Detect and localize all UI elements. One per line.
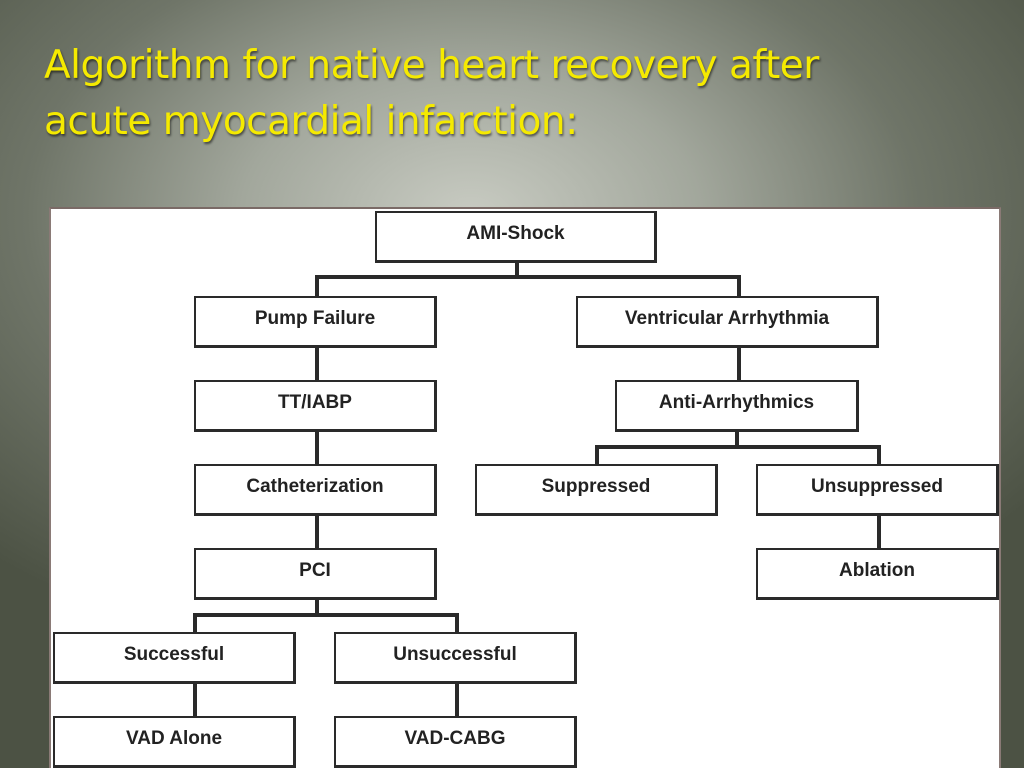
flowchart-panel: AMI-Shock Pump Failure TT/IABP Catheteri… <box>49 207 1001 768</box>
connector-successful-to-vad <box>193 683 197 719</box>
connector-unsuppressed-to-ablation <box>877 515 881 549</box>
node-vad-alone: VAD Alone <box>53 716 296 768</box>
connector-to-suppressed <box>595 445 599 465</box>
connector-va-to-anti <box>737 347 741 381</box>
slide-title-line-2: acute myocardial infarction: <box>44 99 578 144</box>
connector-cath-to-pci <box>315 515 319 549</box>
connector-pci-down <box>315 599 319 615</box>
node-ami-shock: AMI-Shock <box>375 211 657 263</box>
node-unsuccessful: Unsuccessful <box>334 632 577 684</box>
connector-pump-to-tt <box>315 347 319 381</box>
node-anti-arrhythmics: Anti-Arrhythmics <box>615 380 859 432</box>
node-successful: Successful <box>53 632 296 684</box>
connector-unsuccessful-to-vadcabg <box>455 683 459 719</box>
node-unsuppressed: Unsuppressed <box>756 464 999 516</box>
connector-to-unsuppressed <box>877 445 881 465</box>
connector-tt-to-cath <box>315 431 319 465</box>
node-vad-cabg: VAD-CABG <box>334 716 577 768</box>
node-tt-iabp: TT/IABP <box>194 380 437 432</box>
connector-pci-bar <box>193 613 459 617</box>
connector-to-pump-failure <box>315 275 319 297</box>
slide-title: Algorithm for native heart recovery afte… <box>44 38 1004 150</box>
node-suppressed: Suppressed <box>475 464 718 516</box>
connector-to-unsuccessful <box>455 613 459 635</box>
node-pump-failure: Pump Failure <box>194 296 437 348</box>
connector-anti-bar <box>595 445 881 449</box>
connector-root-down <box>515 261 519 277</box>
connector-anti-down <box>735 431 739 447</box>
node-ventricular-arrhythmia: Ventricular Arrhythmia <box>576 296 879 348</box>
connector-to-ventricular-arrhythmia <box>737 275 741 297</box>
node-pci: PCI <box>194 548 437 600</box>
connector-to-successful <box>193 613 197 635</box>
node-ablation: Ablation <box>756 548 999 600</box>
connector-root-bar <box>315 275 741 279</box>
node-catheterization: Catheterization <box>194 464 437 516</box>
slide-title-line-1: Algorithm for native heart recovery afte… <box>44 43 819 88</box>
